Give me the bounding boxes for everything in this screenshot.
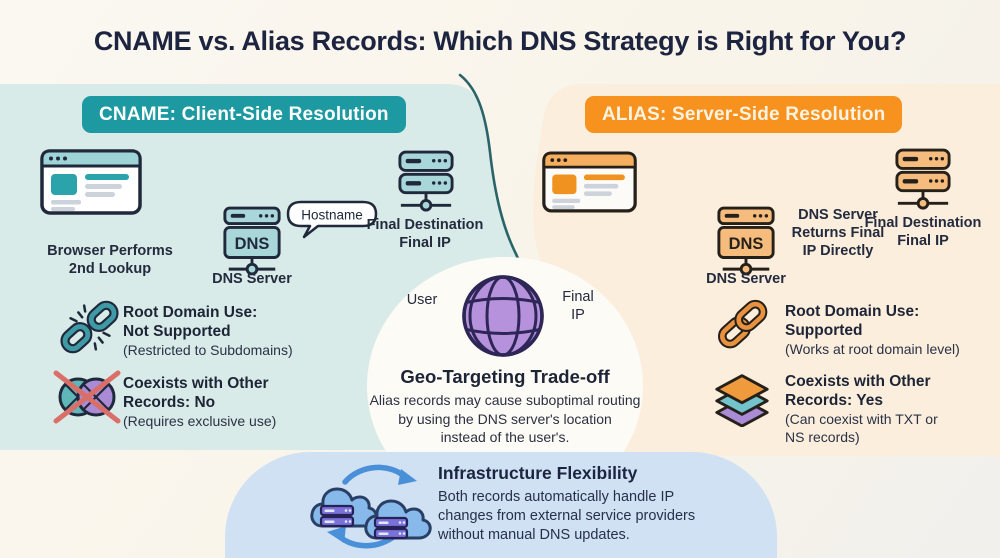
dns-server-icon: DNS xyxy=(223,206,281,276)
svg-text:DNS: DNS xyxy=(729,235,764,253)
overlapping-circles-crossed-icon xyxy=(53,370,121,424)
geo-tradeoff-body: Alias records may cause suboptimal routi… xyxy=(369,392,641,445)
final-destination-caption: Final Destination Final IP xyxy=(864,215,982,249)
infrastructure-panel: Infrastructure Flexibility Both records … xyxy=(225,452,777,558)
stacked-layers-icon xyxy=(715,374,769,427)
page-title: CNAME vs. Alias Records: Which DNS Strat… xyxy=(93,26,907,56)
coexists-title: Coexists with Other Records: Yes xyxy=(785,373,931,409)
cloud-sync-icon xyxy=(310,464,432,549)
cname-panel-header: CNAME: Client-Side Resolution xyxy=(82,96,406,133)
root-domain-title: Root Domain Use: xyxy=(123,304,258,321)
root-domain-note: (Restricted to Subdomains) xyxy=(123,342,293,358)
alias-panel-header: ALIAS: Server-Side Resolution xyxy=(585,96,903,133)
server-stack-icon xyxy=(895,148,951,210)
root-domain-value: Supported xyxy=(785,322,863,339)
center-blob xyxy=(367,257,643,515)
browser-window-icon xyxy=(40,149,142,215)
dns-returns-caption: DNS Server Returns Final IP Directly xyxy=(791,207,885,259)
globe-icon xyxy=(462,275,544,357)
coexists-note: (Requires exclusive use) xyxy=(123,413,277,429)
svg-text:DNS: DNS xyxy=(235,235,270,253)
infrastructure-heading: Infrastructure Flexibility xyxy=(438,463,638,483)
geo-tradeoff-heading: Geo-Targeting Trade-off xyxy=(400,366,610,387)
root-domain-value: Not Supported xyxy=(123,323,231,340)
svg-text:Hostname: Hostname xyxy=(301,208,363,223)
browser-window-icon xyxy=(542,151,637,213)
dns-server-caption: DNS Server xyxy=(212,271,292,287)
root-domain-note: (Works at root domain level) xyxy=(785,341,960,357)
user-label: User xyxy=(406,292,438,308)
server-stack-icon xyxy=(398,150,454,212)
hostname-speech-bubble: Hostname xyxy=(286,200,378,239)
browser-caption: Browser Performs 2nd Lookup xyxy=(47,243,173,277)
link-icon xyxy=(717,299,768,349)
final-ip-label: Final IP xyxy=(562,289,594,323)
dns-server-icon: DNS xyxy=(717,206,775,276)
coexists-note: (Can coexist with TXT or NS records) xyxy=(785,411,938,445)
final-destination-caption: Final Destination Final IP xyxy=(366,217,484,251)
infrastructure-body: Both records automatically handle IP cha… xyxy=(438,489,696,543)
dns-server-caption: DNS Server xyxy=(706,271,786,287)
root-domain-title: Root Domain Use: xyxy=(785,303,920,320)
coexists-title: Coexists with Other Records: No xyxy=(123,375,269,411)
broken-link-icon xyxy=(60,300,119,354)
